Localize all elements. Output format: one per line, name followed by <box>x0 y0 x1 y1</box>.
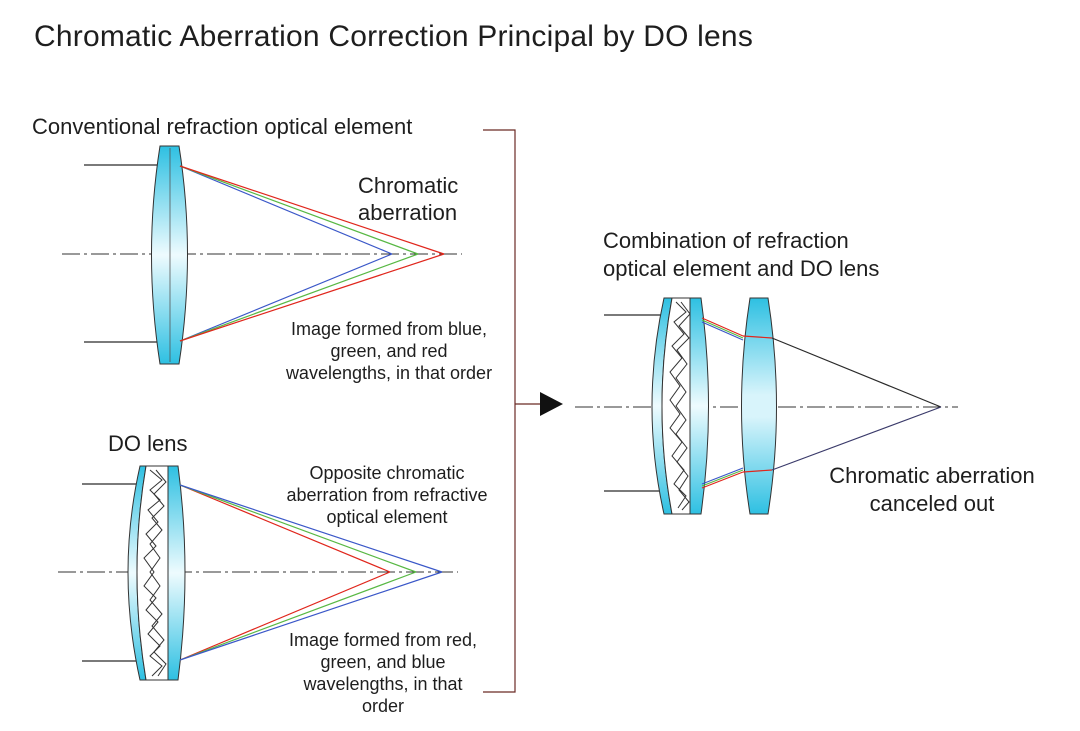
ray-green-top <box>701 319 744 339</box>
ray-red-top-inside <box>742 335 773 339</box>
label-line: canceled out <box>869 491 995 516</box>
label-line: aberration from refractive <box>286 485 488 505</box>
diffractive-sawtooth <box>149 469 167 677</box>
ray-red-top <box>701 317 744 337</box>
ray-red-top <box>179 484 391 573</box>
ray-red-bottom <box>701 471 744 489</box>
label-line: Chromatic aberration <box>829 463 1035 488</box>
canceled-out-label: Chromatic aberration canceled out <box>810 462 1054 518</box>
convex-lens <box>151 145 188 365</box>
caption-line: order <box>361 696 405 716</box>
do-lens-caption: Image formed from red, green, and blue w… <box>268 629 498 717</box>
do-lens-group <box>58 465 458 681</box>
ray-red-top <box>179 165 445 255</box>
conventional-heading: Conventional refraction optical element <box>32 114 413 139</box>
ray-green-bottom <box>701 469 744 487</box>
ray-blue-bottom <box>179 253 393 342</box>
caption-line: green, and red <box>330 341 448 361</box>
ray-converged-top <box>771 337 942 408</box>
label-line: optical element <box>326 507 448 527</box>
ray-blue-top <box>179 165 393 255</box>
conventional-element-group <box>62 145 462 365</box>
combination-group <box>575 297 958 515</box>
caption-line: Image formed from red, <box>288 630 478 650</box>
ray-red-bottom <box>179 253 445 342</box>
arrow-right-icon <box>540 392 563 416</box>
diffractive-sawtooth <box>675 301 691 511</box>
chromatic-aberration-label: Chromatic aberration <box>358 172 458 226</box>
conventional-caption: Image formed from blue, green, and red w… <box>258 318 520 384</box>
ray-blue-bottom <box>701 467 744 485</box>
ray-red-bottom <box>179 571 391 661</box>
bracket-connector <box>483 129 563 693</box>
ray-green-top <box>179 484 417 573</box>
ray-green-bottom <box>179 571 417 661</box>
diffractive-sawtooth <box>143 469 163 677</box>
caption-line: green, and blue <box>320 652 446 672</box>
label-line: aberration <box>358 200 458 225</box>
ray-green-bottom <box>179 253 419 342</box>
ray-converged-bottom <box>771 406 942 471</box>
caption-line: Image formed from blue, <box>290 319 488 339</box>
ray-blue-top <box>701 321 744 341</box>
ray-blue-bottom <box>179 571 443 661</box>
ray-red-bottom-inside <box>742 469 773 473</box>
heading-line: Combination of refraction <box>603 228 849 253</box>
ray-green-top <box>179 165 419 255</box>
diagram-title: Chromatic Aberration Correction Principa… <box>34 20 754 53</box>
caption-line: wavelengths, in that order <box>285 363 493 383</box>
caption-line: wavelengths, in that <box>303 674 463 694</box>
combo-refractive-lens <box>741 297 777 515</box>
combination-heading: Combination of refraction optical elemen… <box>603 227 879 283</box>
opposite-aberration-label: Opposite chromatic aberration from refra… <box>262 462 512 528</box>
combo-do-rear-element <box>689 297 709 515</box>
diffractive-layer <box>136 465 169 681</box>
diffractive-sawtooth <box>669 301 687 509</box>
do-lens-rear-element <box>167 465 186 681</box>
heading-line: optical element and DO lens <box>603 256 880 281</box>
label-line: Opposite chromatic <box>309 463 465 483</box>
label-line: Chromatic <box>358 173 459 198</box>
bracket-line <box>483 129 516 693</box>
do-lens-heading: DO lens <box>108 431 188 456</box>
ray-blue-top <box>179 484 443 573</box>
